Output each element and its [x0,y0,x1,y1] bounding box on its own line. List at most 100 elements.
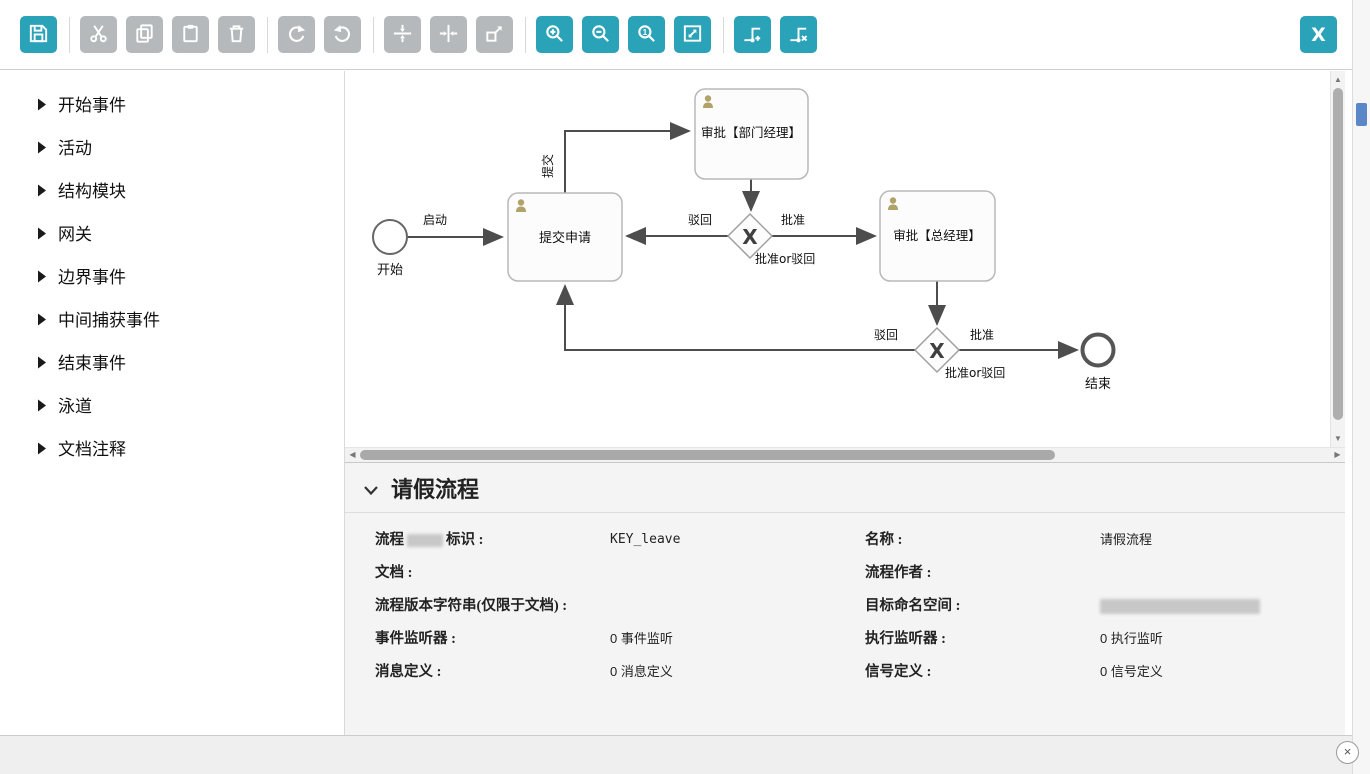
exclusive-gateway-x-icon: X [929,339,945,363]
chevron-right-icon [38,309,47,332]
property-row-version-string: 流程版本字符串(仅限于文档) : [375,596,825,616]
palette-item-gateways[interactable]: 网关 [0,213,344,256]
property-row-target-namespace: 目标命名空间 : [865,596,1315,616]
properties-panel: 请假流程 流程标识 : KEY_leave 文档 : 流程版本字符串(仅限于文档… [345,462,1345,735]
palette-item-label: 开始事件 [58,96,126,115]
chevron-right-icon [38,223,47,246]
window-scrollbar[interactable] [1352,0,1370,774]
property-value[interactable]: 0 执行监听 [1100,631,1163,646]
property-label: 消息定义 : [375,664,442,680]
diagram-canvas[interactable]: 开始 提交申请 审批【部门经理】 [345,71,1345,447]
scroll-left-icon[interactable]: ◀ [349,450,356,459]
palette-item-documentation[interactable]: 文档注释 [0,428,344,471]
align-vertical-button[interactable] [384,16,421,53]
toolbar-separator [69,16,70,53]
canvas-vertical-scrollbar[interactable]: ▲ ▼ [1330,71,1345,447]
cut-button[interactable] [80,16,117,53]
close-button[interactable]: × [1336,741,1359,764]
zoom-in-icon [543,22,566,48]
align-horizontal-button[interactable] [430,16,467,53]
property-row-documentation: 文档 : [375,563,825,583]
end-event-node[interactable] [1080,332,1116,368]
user-task-icon [888,197,898,210]
property-value[interactable]: 请假流程 [1100,532,1153,547]
property-label: 事件监听器 : [375,631,456,647]
task-general-manager-node[interactable]: 审批【总经理】 [879,190,996,282]
exclusive-gateway2-node[interactable]: X [913,326,961,374]
property-row-process-key: 流程标识 : KEY_leave [375,530,825,550]
edge-submit-to-dept-manager[interactable] [564,122,691,193]
edge-label-reject2: 驳回 [874,328,898,342]
zoom-actual-icon: 1 [635,22,658,48]
property-label: 流程版本字符串(仅限于文档) : [375,598,568,614]
properties-left-column: 流程标识 : KEY_leave 文档 : 流程版本字符串(仅限于文档) : 事… [375,530,825,695]
edge-label-submit: 提交 [540,154,555,178]
chevron-right-icon [38,395,47,418]
scissors-icon [87,22,110,48]
toolbar: 1 X [0,0,1352,70]
palette-item-start-events[interactable]: 开始事件 [0,84,344,127]
start-event-node[interactable] [372,219,408,255]
chevron-right-icon [38,352,47,375]
gateway2-label: 批准or驳回 [945,365,1005,380]
palette-item-activities[interactable]: 活动 [0,127,344,170]
property-value[interactable]: 0 消息定义 [610,664,673,679]
vertical-scroll-thumb[interactable] [1333,88,1343,420]
bendpoint-add-icon [741,22,764,48]
palette-item-label: 结束事件 [58,354,126,373]
delete-button[interactable] [218,16,255,53]
bendpoint-add-button[interactable] [734,16,771,53]
undo-icon [331,22,354,48]
scroll-down-icon[interactable]: ▼ [1334,434,1342,443]
property-row-message-definitions: 消息定义 : 0 消息定义 [375,662,825,682]
undo-button[interactable] [324,16,361,53]
property-value[interactable] [1100,596,1260,616]
xml-button[interactable]: X [1300,16,1337,53]
zoom-out-button[interactable] [582,16,619,53]
palette-item-boundary-events[interactable]: 边界事件 [0,256,344,299]
user-task-icon [703,95,713,108]
scroll-up-icon[interactable]: ▲ [1334,75,1342,84]
properties-header[interactable]: 请假流程 [345,463,1345,513]
property-label: 流程标识 : [375,532,484,548]
exclusive-gateway1-node[interactable]: X [726,212,774,260]
bendpoint-remove-button[interactable] [780,16,817,53]
property-row-name: 名称 : 请假流程 [865,530,1315,550]
task-dept-manager-node[interactable]: 审批【部门经理】 [694,88,809,180]
save-button[interactable] [20,16,57,53]
palette-item-end-events[interactable]: 结束事件 [0,342,344,385]
zoom-actual-button[interactable]: 1 [628,16,665,53]
property-value[interactable]: 0 事件监听 [610,631,673,646]
bendpoint-remove-icon [787,22,810,48]
canvas-horizontal-scrollbar[interactable]: ◀ ▶ [345,447,1345,462]
edge-label-launch: 启动 [423,213,447,227]
window-scroll-thumb[interactable] [1356,103,1367,126]
trash-icon [225,22,248,48]
zoom-fit-button[interactable] [674,16,711,53]
property-label: 文档 : [375,565,413,581]
toolbar-separator [525,16,526,53]
task-submit-node[interactable]: 提交申请 [507,192,623,282]
property-label: 目标命名空间 : [865,598,961,614]
same-size-button[interactable] [476,16,513,53]
redo-button[interactable] [278,16,315,53]
property-row-event-listeners: 事件监听器 : 0 事件监听 [375,629,825,649]
chevron-right-icon [38,137,47,160]
palette-item-intermediate-catching-events[interactable]: 中间捕获事件 [0,299,344,342]
property-value[interactable]: 0 信号定义 [1100,664,1163,679]
property-value[interactable]: KEY_leave [610,532,681,547]
align-vertical-icon [391,22,414,48]
zoom-in-button[interactable] [536,16,573,53]
paste-button[interactable] [172,16,209,53]
edge-gateway2-reject-to-submit[interactable] [556,284,915,351]
copy-button[interactable] [126,16,163,53]
horizontal-scroll-thumb[interactable] [360,450,1055,460]
zoom-out-icon [589,22,612,48]
palette-item-structure[interactable]: 结构模块 [0,170,344,213]
palette-item-swimlanes[interactable]: 泳道 [0,385,344,428]
bottom-bar [0,735,1352,774]
scroll-right-icon[interactable]: ▶ [1334,450,1341,459]
property-row-author: 流程作者 : [865,563,1315,583]
palette-sidebar: 开始事件 活动 结构模块 网关 边界事件 中间捕获事件 结束事件 泳道 文档注释 [0,71,345,735]
end-event-label: 结束 [1085,377,1111,392]
